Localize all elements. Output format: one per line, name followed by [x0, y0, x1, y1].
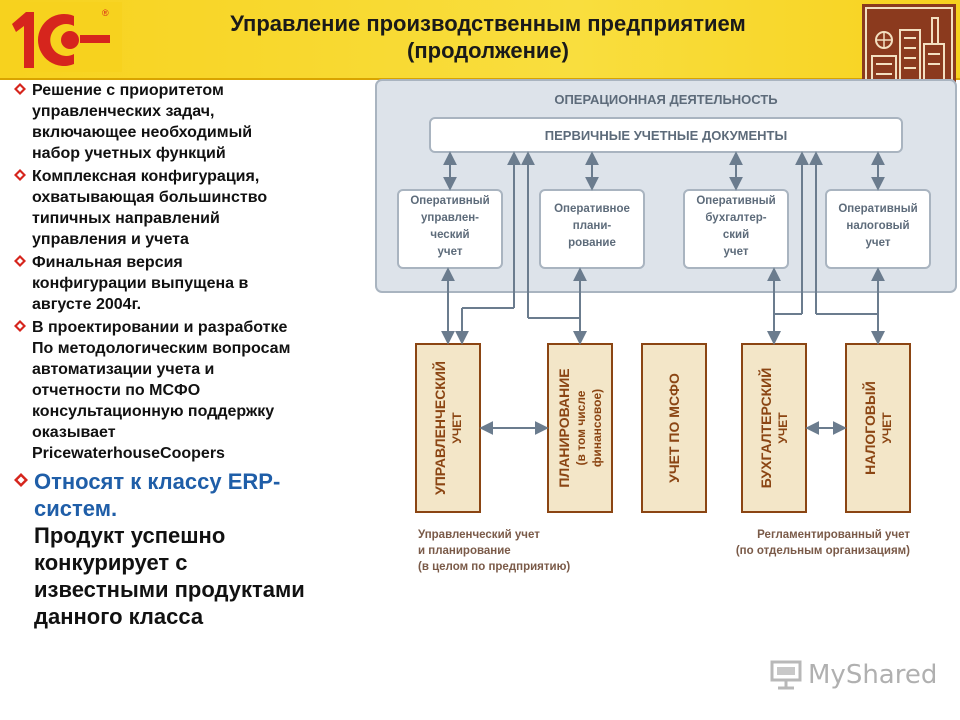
1c-logo: ® — [4, 2, 122, 72]
bullet-list: Решение с приоритетом управленческих зад… — [12, 80, 382, 630]
title-line-2: (продолжение) — [407, 38, 569, 63]
operative-label: учет — [438, 246, 463, 258]
watermark-text: MyShared — [808, 660, 938, 690]
erp-statement: Относят к классу ERP- систем. Продукт ус… — [12, 468, 382, 630]
caption-right-line: (по отдельным организациям) — [736, 545, 910, 557]
operative-label: бухгалтер- — [705, 212, 766, 224]
column-label: НАЛОГОВЫЙ — [861, 381, 878, 475]
operative-label: Оперативное — [554, 203, 630, 215]
column-label: (в том числе — [574, 390, 588, 465]
primary-docs-box — [429, 117, 903, 153]
bullet-text: Решение с приоритетом управленческих зад… — [32, 82, 253, 162]
operative-label: Оперативный — [696, 195, 775, 207]
operative-label: ческий — [430, 229, 469, 241]
column-label: УЧЕТ ПО МСФО — [666, 373, 682, 483]
caption-left-line: Управленческий учет — [418, 529, 540, 541]
diamond-bullet-icon — [14, 83, 26, 95]
erp-class-text: Относят к классу ERP- систем. — [34, 469, 281, 521]
bullet-item: Комплексная конфигурация, охватывающая б… — [12, 166, 382, 250]
caption-left-line: (в целом по предприятию) — [418, 561, 570, 573]
column-label: БУХГАЛТЕРСКИЙ — [757, 368, 774, 489]
bullet-item: Решение с приоритетом управленческих зад… — [12, 80, 382, 164]
column-label: УЧЕТ — [450, 412, 464, 444]
svg-text:®: ® — [102, 8, 109, 18]
operative-label: учет — [866, 237, 891, 249]
diamond-bullet-icon — [14, 255, 26, 267]
operative-label: ский — [723, 229, 749, 241]
diamond-bullet-icon — [14, 473, 28, 487]
bullet-text: В проектировании и разработке По методол… — [32, 319, 291, 462]
column-label: ПЛАНИРОВАНИЕ — [556, 368, 572, 487]
column-label-group: УЧЕТ ПО МСФО — [666, 373, 682, 483]
ledger-column — [547, 343, 613, 513]
primary-docs-label: ПЕРВИЧНЫЕ УЧЕТНЫЕ ДОКУМЕНТЫ — [545, 128, 787, 143]
column-label: УЧЕТ — [776, 412, 790, 444]
caption-right-line: Регламентированный учет — [757, 529, 910, 541]
ledger-column — [741, 343, 807, 513]
bullet-item: Финальная версия конфигурации выпущена в… — [12, 252, 382, 315]
page-title: Управление производственным предприятием… — [128, 10, 848, 64]
ledger-column — [641, 343, 707, 513]
ledger-column — [415, 343, 481, 513]
diamond-bullet-icon — [14, 169, 26, 181]
column-label: УПРАВЛЕНЧЕСКИЙ — [431, 361, 448, 495]
title-line-1: Управление производственным предприятием — [230, 11, 746, 36]
operative-label: Оперативный — [838, 203, 917, 215]
watermark: MyShared — [768, 654, 938, 694]
operative-label: налоговый — [846, 220, 909, 232]
operative-label: рование — [568, 237, 616, 249]
operative-label: управлен- — [421, 212, 479, 224]
column-label: УЧЕТ — [880, 412, 894, 444]
erp-compete-text: Продукт успешно конкурирует с известными… — [34, 523, 305, 629]
operative-label: плани- — [573, 220, 612, 232]
operative-label: Оперативный — [410, 195, 489, 207]
presentation-icon — [770, 660, 802, 690]
caption-left-line: и планирование — [418, 545, 511, 557]
bullet-text: Комплексная конфигурация, охватывающая б… — [32, 168, 268, 248]
architecture-diagram: ОПЕРАЦИОННАЯ ДЕЯТЕЛЬНОСТЬ ПЕРВИЧНЫЕ УЧЕТН… — [375, 79, 957, 573]
bullet-item: В проектировании и разработке По методол… — [12, 317, 382, 464]
panel-title: ОПЕРАЦИОННАЯ ДЕЯТЕЛЬНОСТЬ — [554, 92, 777, 107]
operative-label: учет — [724, 246, 749, 258]
diamond-bullet-icon — [14, 320, 26, 332]
column-label: финансовое) — [590, 389, 604, 467]
bullet-text: Финальная версия конфигурации выпущена в… — [32, 254, 249, 313]
header-bar — [0, 0, 960, 80]
ledger-column — [845, 343, 911, 513]
